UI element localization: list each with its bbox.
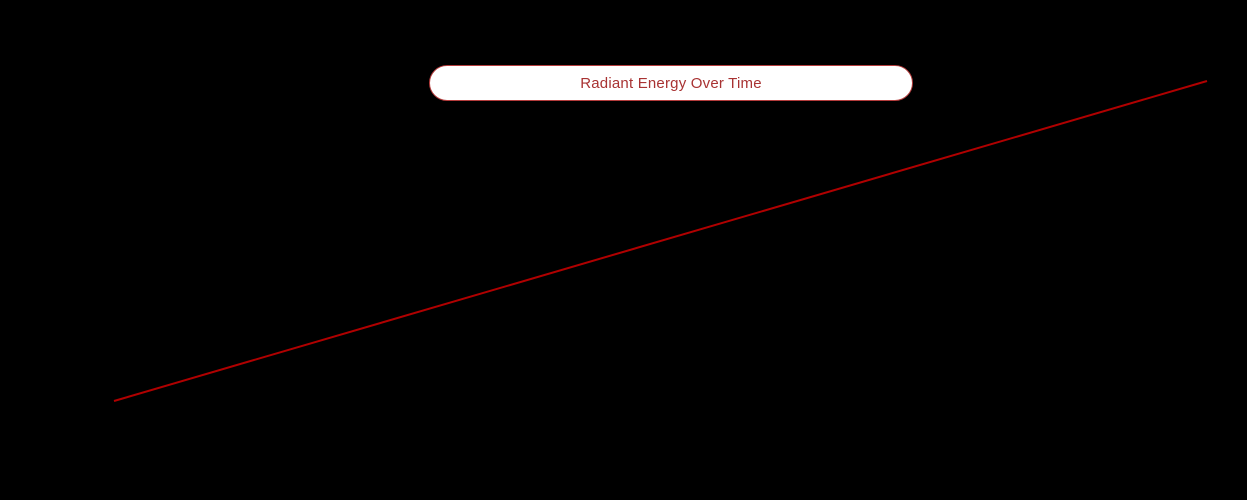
data-series-line-radiant-energy [113, 80, 1208, 402]
page-title: Radiant Energy Over Time [580, 74, 762, 92]
chart-title-pill: Radiant Energy Over Time [429, 65, 913, 101]
